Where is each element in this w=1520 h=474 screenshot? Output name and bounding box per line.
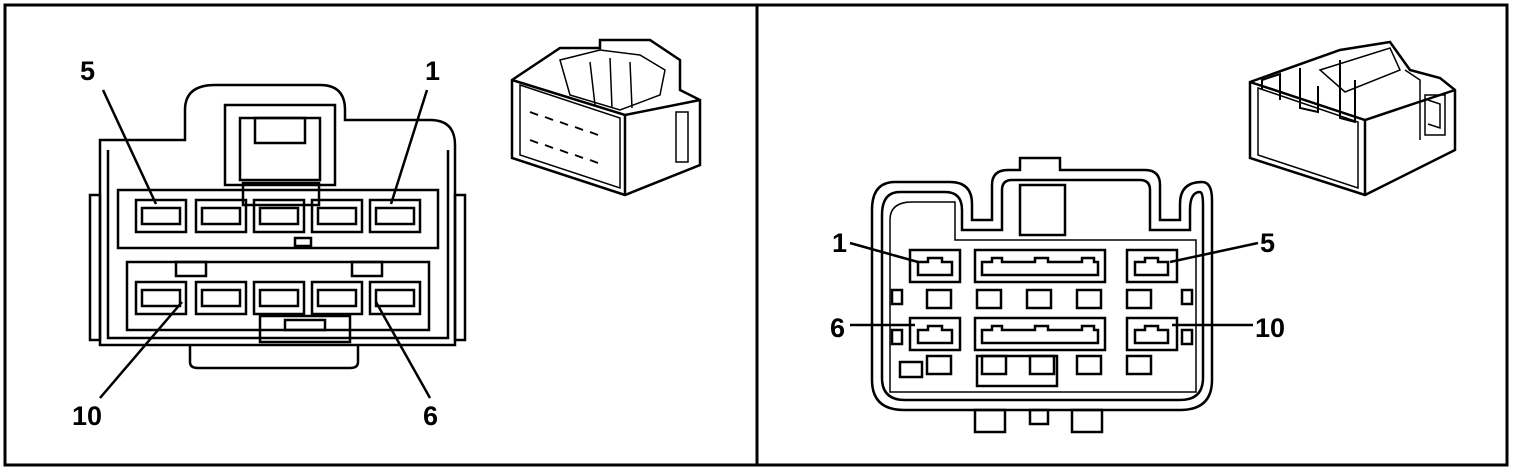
right-label-6: 6 xyxy=(830,313,845,343)
right-panel-frame xyxy=(755,3,1509,467)
right-connector-face xyxy=(870,156,1214,434)
right-label-10: 10 xyxy=(1255,313,1285,343)
left-leader-lines xyxy=(99,89,432,399)
right-label-5: 5 xyxy=(1260,228,1275,258)
right-label-1: 1 xyxy=(832,228,847,258)
left-connector-face xyxy=(88,83,467,370)
left-label-6: 6 xyxy=(423,401,438,431)
right-connector-isometric xyxy=(1248,40,1457,197)
left-connector-isometric xyxy=(510,38,702,197)
right-leader-lines xyxy=(849,241,1259,327)
left-label-5: 5 xyxy=(80,56,95,86)
left-label-10: 10 xyxy=(72,401,102,431)
left-label-1: 1 xyxy=(425,56,440,86)
